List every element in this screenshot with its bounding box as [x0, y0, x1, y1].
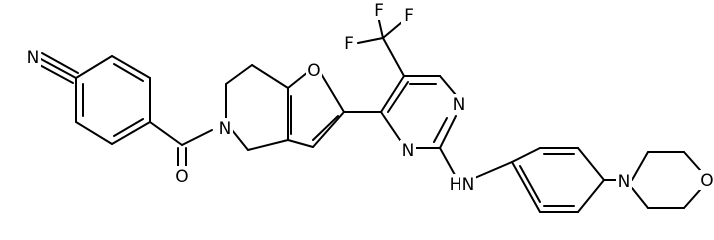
furan-bond	[312, 111, 345, 148]
amine-n-atom-text: N	[462, 175, 475, 195]
nitrile-bond-2	[41, 52, 79, 74]
aryl-double-bond	[113, 118, 144, 137]
furan-o-atom-text: O	[307, 61, 320, 81]
morpholine-bond	[683, 189, 701, 209]
pyrimidine-bond	[439, 115, 457, 149]
fluorine-top-atom-text: F	[374, 1, 384, 21]
amine-bond	[469, 161, 513, 181]
carbonyl-o-atom: O	[174, 166, 190, 187]
nitrile-bond-1	[38, 57, 77, 79]
furan-double	[312, 115, 339, 141]
morpholine-n-atom-text: N	[618, 172, 631, 192]
aryl2-double	[519, 165, 541, 203]
furan-o-atom: O	[306, 60, 322, 81]
cf-bond	[382, 21, 403, 39]
aryl-double-bond	[113, 63, 144, 82]
aryl2-bond	[577, 147, 605, 181]
pyrimidine-n1-atom: N	[451, 94, 467, 115]
pyrimidine-n3-atom: N	[400, 140, 416, 161]
morpholine-bond	[631, 187, 649, 209]
aryl-bond	[75, 121, 113, 145]
furan-bond	[287, 139, 314, 148]
pyrimidine-n3-atom-text: N	[402, 141, 415, 161]
morpholine-bond	[631, 151, 649, 181]
carbonyl-bond	[149, 121, 183, 146]
pyrimidine-bond	[380, 75, 405, 113]
nitrile-n-atom-text: N	[27, 48, 40, 68]
carbonyl-o-atom-text: O	[175, 167, 188, 187]
pyrimidine-bond	[380, 111, 401, 141]
fluorine-right-atom: F	[401, 5, 417, 26]
pyrimidine-n1-atom-text: N	[453, 95, 466, 115]
ring-bond	[225, 64, 253, 85]
fluorine-left-atom: F	[341, 33, 357, 54]
fluorine-right-atom-text: F	[404, 6, 414, 26]
pyrimidine-double	[387, 81, 409, 113]
bond-layer	[35, 15, 701, 213]
fluorine-top-atom: F	[371, 0, 387, 21]
aryl2-bond	[511, 147, 541, 163]
aryl2-bond	[577, 179, 605, 213]
morpholine-o-atom-text: O	[700, 171, 713, 191]
amine-n-atom: N	[460, 174, 476, 195]
aryl-bond	[75, 55, 113, 79]
furan-bond	[319, 71, 345, 113]
morpholine-bond	[683, 151, 701, 171]
aryl2-bond	[511, 161, 541, 213]
ring-bond	[247, 139, 289, 151]
aryl-bond	[111, 55, 151, 79]
ring-bond	[231, 129, 249, 151]
ring-bond	[251, 64, 289, 89]
aryl-bond	[111, 121, 151, 145]
morpholine-n-atom: N	[616, 171, 632, 192]
amide-n-atom-text: N	[219, 119, 232, 139]
furan-bond	[287, 71, 309, 89]
amide-n-atom: N	[217, 118, 233, 139]
amide-bond	[181, 129, 213, 146]
nitrile-n-atom: N	[25, 47, 41, 68]
amine-h-atom-text: H	[450, 175, 463, 195]
fluorine-left-atom-text: F	[344, 34, 354, 54]
pyrimidine-bond	[439, 75, 457, 96]
cf3-bond	[382, 37, 405, 77]
cf-bond	[357, 37, 384, 44]
pyrimidine-double	[433, 117, 448, 143]
nitrile-bond-3	[35, 62, 74, 84]
morpholine-o-atom: O	[699, 170, 714, 191]
amine-bond	[439, 147, 456, 176]
